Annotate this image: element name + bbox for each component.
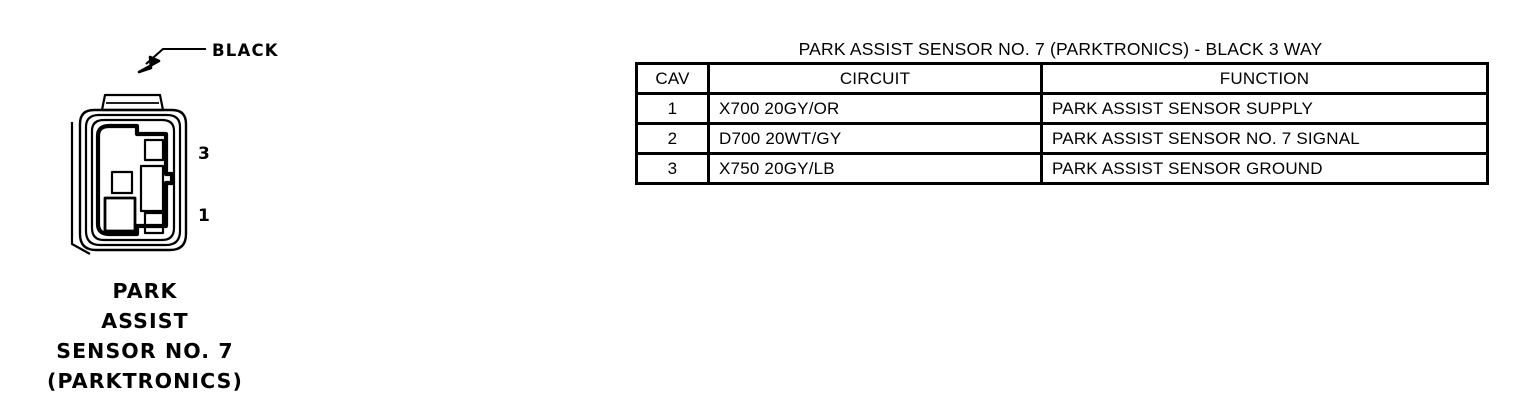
caption-line-3: SENSOR NO. 7 xyxy=(56,339,234,363)
cell-circuit: D700 20WT/GY xyxy=(707,122,1043,155)
cavity-center xyxy=(139,164,165,213)
pin-label-1: 1 xyxy=(198,206,210,226)
table-row: 3 X750 20GY/LB PARK ASSIST SENSOR GROUND xyxy=(635,152,1489,185)
cell-function: PARK ASSIST SENSOR NO. 7 SIGNAL xyxy=(1040,122,1489,155)
header-cav: CAV xyxy=(635,62,710,95)
black-callout-leader xyxy=(137,47,206,74)
connector-body xyxy=(70,93,188,255)
cavity-3 xyxy=(143,138,165,162)
cell-circuit: X750 20GY/LB xyxy=(707,152,1043,185)
connector-illustration-block: BLACK 3 1 PARK xyxy=(0,0,320,418)
caption-line-1: PARK xyxy=(112,279,178,303)
table-title: PARK ASSIST SENSOR NO. 7 (PARKTRONICS) -… xyxy=(798,39,1323,59)
table-header-row: CAV CIRCUIT FUNCTION xyxy=(635,62,1489,95)
cavity-table-block: PARK ASSIST SENSOR NO. 7 (PARKTRONICS) -… xyxy=(635,36,1489,185)
cell-function: PARK ASSIST SENSOR SUPPLY xyxy=(1040,92,1489,125)
cell-cav: 3 xyxy=(635,152,710,185)
cell-cav: 1 xyxy=(635,92,710,125)
connector-caption: PARK ASSIST SENSOR NO. 7 (PARKTRONICS) xyxy=(0,276,290,396)
cell-function: PARK ASSIST SENSOR GROUND xyxy=(1040,152,1489,185)
cavity-1 xyxy=(143,211,165,235)
cell-cav: 2 xyxy=(635,122,710,155)
pin-label-3: 3 xyxy=(198,144,210,164)
header-circuit: CIRCUIT xyxy=(707,62,1043,95)
table-row: 2 D700 20WT/GY PARK ASSIST SENSOR NO. 7 … xyxy=(635,122,1489,155)
connector-diagram: BLACK 3 1 xyxy=(70,41,279,255)
cavity-circuit-function-table: CAV CIRCUIT FUNCTION 1 X700 20GY/OR PARK… xyxy=(635,62,1489,185)
connector-color-label: BLACK xyxy=(212,41,279,60)
header-function: FUNCTION xyxy=(1040,62,1489,95)
cell-circuit: X700 20GY/OR xyxy=(707,92,1043,125)
caption-line-2: ASSIST xyxy=(101,309,189,333)
caption-line-4: (PARKTRONICS) xyxy=(47,369,243,393)
table-row: 1 X700 20GY/OR PARK ASSIST SENSOR SUPPLY xyxy=(635,92,1489,125)
cavity-small-left xyxy=(110,170,134,195)
cavity-large-left xyxy=(103,196,137,233)
